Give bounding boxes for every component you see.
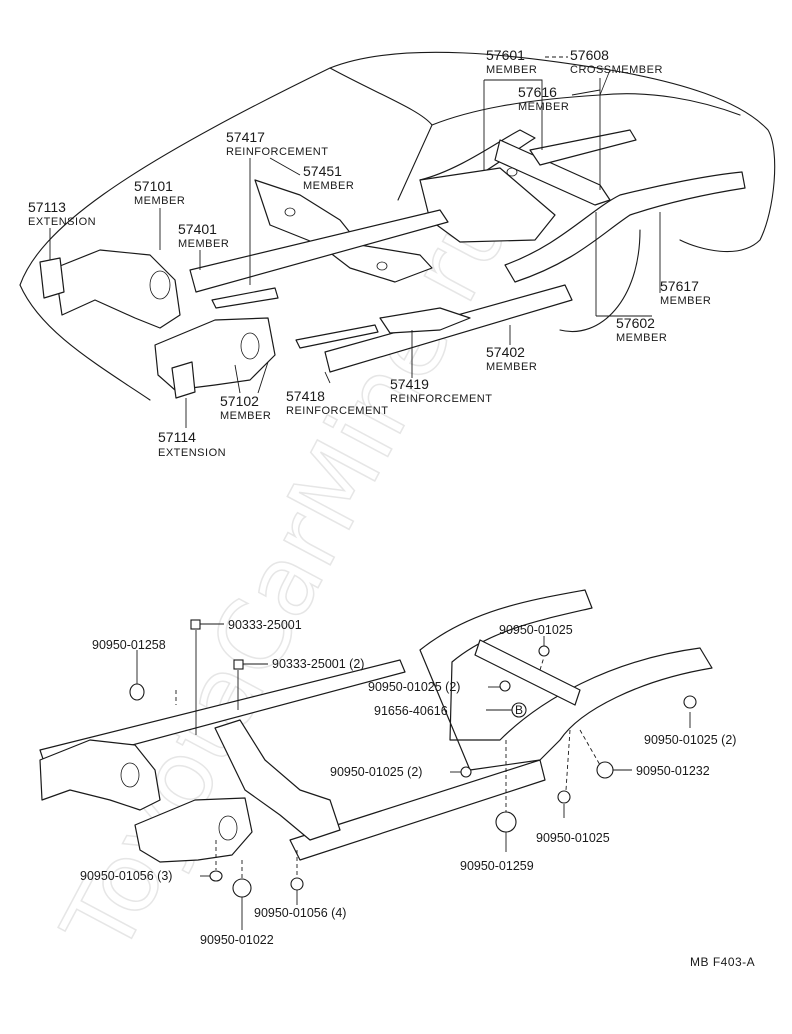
label-57602-number: 57602	[616, 315, 655, 331]
label-57608-name: CROSSMEMBER	[570, 64, 663, 76]
label-57113-number: 57113	[28, 199, 66, 215]
upper-leader-lines	[49, 56, 661, 428]
label-57602-name: MEMBER	[616, 332, 667, 344]
plug-90950-01022	[232, 878, 252, 898]
label-57419-number: 57419	[390, 376, 429, 392]
plug-90950-01056-x3	[209, 870, 223, 882]
rear-center-member	[529, 129, 637, 166]
underbody-floor-crossmember	[214, 719, 341, 841]
lower-labels: 90333-25001 90333-25001 (2) 90950-01258 …	[80, 618, 736, 947]
label-90950-01259: 90950-01259	[460, 859, 534, 873]
underbody-front-member-upper	[39, 739, 161, 811]
plug-90950-01025-x2-center	[460, 766, 472, 778]
label-57417-name: REINFORCEMENT	[226, 146, 328, 158]
label-90950-01025-x2-a: 90950-01025 (2)	[368, 680, 460, 694]
label-90950-01025-top: 90950-01025	[499, 623, 573, 637]
label-57601-name: MEMBER	[486, 64, 537, 76]
floor-reinforcement	[379, 307, 471, 334]
label-57451-name: MEMBER	[303, 180, 354, 192]
plug-90950-01025-x2-a	[499, 680, 511, 692]
plug-90950-01025-lower	[557, 790, 571, 804]
plug-90950-01259	[495, 811, 517, 833]
side-member-right	[324, 284, 573, 373]
label-57101-name: MEMBER	[134, 195, 185, 207]
label-57617-name: MEMBER	[660, 295, 711, 307]
underbody-rear-frame	[419, 589, 713, 771]
label-90950-01056-x3: 90950-01056 (3)	[80, 869, 172, 883]
label-57114-number: 57114	[158, 429, 196, 445]
label-57102-number: 57102	[220, 393, 259, 409]
plug-90950-01056-x4	[290, 877, 304, 891]
label-57102-name: MEMBER	[220, 410, 271, 422]
label-57419-name: REINFORCEMENT	[390, 393, 492, 405]
label-57402-name: MEMBER	[486, 361, 537, 373]
label-57616-number: 57616	[518, 84, 557, 100]
side-reinforcement	[211, 287, 279, 309]
label-57114-name: EXTENSION	[158, 447, 226, 459]
label-57401-name: MEMBER	[178, 238, 229, 250]
side-member-left	[189, 209, 449, 293]
label-57616-name: MEMBER	[518, 101, 569, 113]
label-57417-number: 57417	[226, 129, 265, 145]
label-57402-number: 57402	[486, 344, 525, 360]
label-90950-01056-x4: 90950-01056 (4)	[254, 906, 346, 920]
front-extension-lower	[171, 361, 196, 399]
plug-90950-01025-x2-right	[683, 695, 697, 709]
upper-labels: 57601 MEMBER 57608 CROSSMEMBER 57616 MEM…	[28, 47, 711, 459]
plug-90950-01025-top	[538, 645, 550, 657]
label-90950-01025-x2-center: 90950-01025 (2)	[330, 765, 422, 779]
label-90333-25001-x2: 90333-25001 (2)	[272, 657, 364, 671]
label-90950-01025-x2-right: 90950-01025 (2)	[644, 733, 736, 747]
rear-crossmember	[494, 139, 611, 206]
plug-square-lower	[233, 659, 244, 670]
underbody-rear-crossmember	[474, 639, 581, 706]
label-57418-name: REINFORCEMENT	[286, 405, 388, 417]
label-57401-number: 57401	[178, 221, 217, 237]
underbody-front-member-lower	[134, 797, 253, 863]
label-57101-number: 57101	[134, 178, 173, 194]
front-side-member-upper	[54, 249, 181, 329]
label-90950-01232: 90950-01232	[636, 764, 710, 778]
callout-b-letter: B	[515, 703, 524, 717]
plug-90950-01232	[596, 761, 614, 779]
lower-leader-lines	[136, 623, 691, 930]
front-extension-upper	[39, 257, 65, 299]
label-57418-number: 57418	[286, 388, 325, 404]
figure-code: MB F403-A	[690, 955, 755, 969]
label-91656-40616: 91656-40616	[374, 704, 448, 718]
label-57113-name: EXTENSION	[28, 216, 96, 228]
label-90950-01258: 90950-01258	[92, 638, 166, 652]
rocker-reinforcement	[295, 324, 379, 349]
plug-square-upper	[190, 619, 201, 630]
upper-parts	[39, 129, 746, 399]
label-57608-number: 57608	[570, 47, 609, 63]
floor-crossmember	[254, 179, 433, 283]
plug-90950-01258	[129, 683, 145, 701]
label-90950-01025-lower: 90950-01025	[536, 831, 610, 845]
label-57601-number: 57601	[486, 47, 525, 63]
lower-frame	[39, 589, 713, 863]
label-90333-25001: 90333-25001	[228, 618, 302, 632]
body-outline	[19, 51, 776, 401]
label-90950-01022: 90950-01022	[200, 933, 274, 947]
label-57451-number: 57451	[303, 163, 342, 179]
label-57617-number: 57617	[660, 278, 699, 294]
